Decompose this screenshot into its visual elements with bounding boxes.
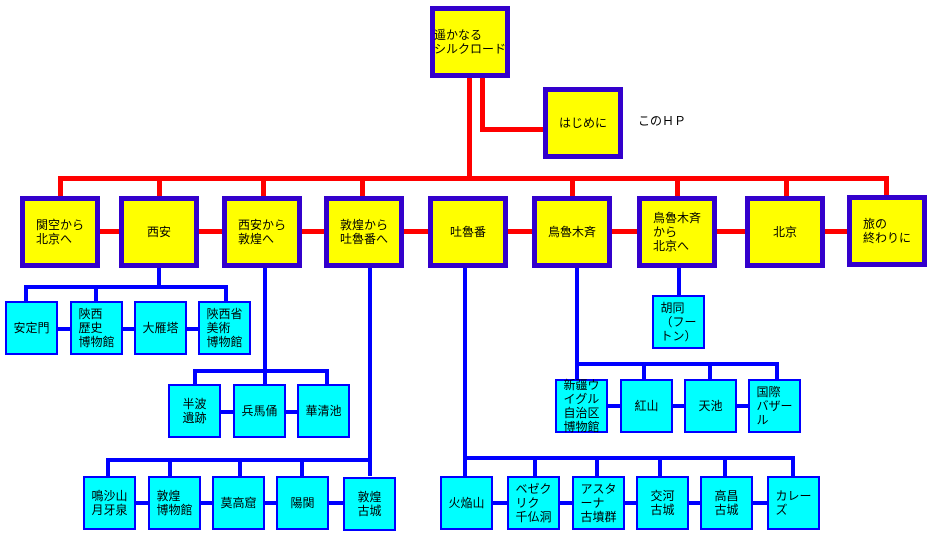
- connector-line: [94, 285, 98, 301]
- connector-line: [642, 362, 646, 380]
- intro-note: このＨＰ: [638, 114, 687, 128]
- connector-line: [723, 456, 727, 476]
- connector-line: [157, 266, 161, 288]
- sub-node-xian[interactable]: 陝西 歴史 博物館: [70, 301, 123, 355]
- sub-node-dunhuang[interactable]: 莫高窟: [212, 476, 265, 530]
- connector-line: [595, 456, 599, 476]
- connector-line: [325, 369, 329, 385]
- connector-line: [708, 362, 712, 380]
- connector-line: [368, 266, 372, 476]
- sub-node-xian[interactable]: 陝西省 美術 博物館: [198, 301, 251, 355]
- sub-node-urumqi[interactable]: 新疆ウ イグル 自治区 博物館: [555, 378, 608, 434]
- connector-line: [675, 176, 680, 198]
- connector-line: [193, 369, 197, 385]
- node-turpan[interactable]: 吐魯番: [428, 196, 508, 268]
- connector-line: [467, 76, 472, 180]
- sub-node-urumqi[interactable]: 天池: [684, 379, 737, 433]
- sub-node-turpan[interactable]: ベゼク リク 千仏洞: [507, 476, 560, 530]
- node-xian-dunhuang[interactable]: 西安から 敦煌へ: [222, 196, 302, 268]
- sub-node-urumqi[interactable]: 紅山: [620, 379, 673, 433]
- sub-node-turpan[interactable]: 火焔山: [440, 476, 493, 530]
- sub-node-turpan[interactable]: 交河 古城: [636, 476, 689, 530]
- connector-line: [106, 458, 110, 476]
- connector-line: [224, 285, 228, 301]
- sub-node-dunhuang[interactable]: 陽関: [276, 476, 329, 530]
- connector-line: [360, 176, 365, 198]
- sub-node-beijing[interactable]: 胡同 （フー トン）: [652, 295, 705, 349]
- connector-line: [300, 458, 304, 476]
- connector-line: [463, 456, 795, 460]
- sub-node-turpan[interactable]: カレー ズ: [767, 476, 820, 530]
- sub-node-dunhuang[interactable]: 敦煌 博物館: [148, 476, 201, 530]
- sub-node-dunhuang[interactable]: 鳴沙山 月牙泉: [83, 476, 136, 530]
- connector-line: [480, 76, 485, 131]
- connector-line: [658, 456, 662, 476]
- sub-node-dunhuang[interactable]: 敦煌 古城: [343, 477, 396, 531]
- sub-node-xian-dunhuang[interactable]: 兵馬俑: [233, 384, 286, 438]
- connector-line: [20, 327, 230, 331]
- sub-node-xian-dunhuang[interactable]: 華清池: [297, 384, 350, 438]
- connector-line: [775, 362, 779, 380]
- node-urumqi[interactable]: 鳥魯木斉: [532, 196, 612, 268]
- connector-line: [791, 456, 795, 476]
- connector-line: [24, 285, 228, 289]
- connector-line: [238, 458, 242, 476]
- connector-line: [784, 176, 789, 198]
- title-node[interactable]: 遥かなる シルクロード: [430, 6, 510, 78]
- connector-line: [533, 456, 537, 476]
- connector-line: [58, 176, 63, 198]
- connector-line: [58, 176, 889, 181]
- sub-node-urumqi[interactable]: 国際 バザー ル: [748, 379, 801, 433]
- connector-line: [157, 176, 162, 198]
- connector-line: [193, 369, 329, 373]
- sub-node-xian[interactable]: 安定門: [5, 301, 58, 355]
- connector-line: [575, 362, 779, 366]
- node-beijing[interactable]: 北京: [745, 196, 825, 268]
- connector-line: [884, 176, 889, 198]
- node-dunhuang-turpan[interactable]: 敦煌から 吐魯番へ: [324, 196, 404, 268]
- sub-node-xian-dunhuang[interactable]: 半波 遺跡: [168, 384, 221, 438]
- node-urumqi-beijing[interactable]: 鳥魯木斉 から 北京へ: [637, 196, 717, 268]
- intro-node[interactable]: はじめに: [543, 87, 623, 159]
- connector-line: [463, 266, 467, 476]
- connector-line: [168, 458, 172, 476]
- connector-line: [677, 266, 681, 296]
- sub-node-turpan[interactable]: 高昌 古城: [700, 476, 753, 530]
- sub-node-xian[interactable]: 大雁塔: [134, 301, 187, 355]
- node-xian[interactable]: 西安: [119, 196, 199, 268]
- connector-line: [261, 176, 266, 198]
- sub-node-turpan[interactable]: アスタ ーナ 古墳群: [572, 476, 625, 530]
- connector-line: [480, 127, 546, 132]
- connector-line: [575, 266, 579, 380]
- node-kanku[interactable]: 関空から 北京へ: [20, 196, 100, 268]
- node-end[interactable]: 旅の 終わりに: [847, 195, 927, 267]
- connector-line: [263, 266, 267, 384]
- connector-line: [570, 176, 575, 198]
- connector-line: [24, 285, 28, 301]
